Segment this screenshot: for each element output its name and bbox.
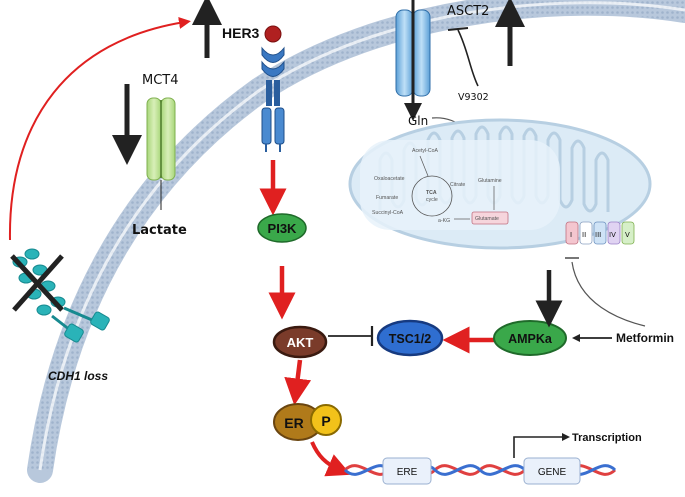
- oxaloacetate-label: Oxaloacetate: [374, 176, 405, 182]
- lactate-label: Lactate: [132, 223, 187, 238]
- mitochondrion: [348, 118, 652, 250]
- p-label: P: [321, 413, 330, 429]
- v9302-label: V9302: [458, 92, 489, 103]
- her3-label: HER3: [222, 25, 260, 41]
- cycle-label: cycle: [426, 197, 438, 203]
- gene-box: [523, 457, 581, 485]
- tca-label: TCA: [426, 190, 437, 196]
- ere-label: ERE: [397, 467, 418, 478]
- transcription-arrow: [513, 433, 570, 458]
- succinyl-coa-label: Succinyl-CoA: [372, 210, 404, 216]
- mct4-transporter: [146, 97, 176, 210]
- gene-label: GENE: [538, 467, 567, 478]
- citrate-label: Citrate: [450, 182, 465, 188]
- akt-to-er-arrow: [284, 359, 312, 406]
- ere-box: [382, 457, 432, 485]
- ampk-node: [493, 320, 567, 356]
- transcription-label: Transcription: [572, 432, 642, 444]
- p-node: [310, 404, 342, 436]
- cdh1-complex: [10, 248, 110, 343]
- er-to-dna-arrow: [310, 441, 352, 477]
- v9302-inhibition: [447, 27, 479, 87]
- pi3k-label: PI3K: [268, 221, 298, 236]
- her3-receptor: [261, 25, 285, 152]
- akt-node: [272, 325, 328, 359]
- asct2-label: ASCT2: [447, 4, 489, 19]
- tsc-label: TSC1/2: [389, 332, 431, 346]
- glutamine-label: Glutamine: [478, 178, 502, 184]
- akt-label: AKT: [287, 335, 314, 350]
- fumarate-label: Fumarate: [376, 195, 398, 201]
- complex-iv-label: IV: [609, 231, 616, 239]
- akg-label: a-KG: [438, 218, 450, 224]
- akt-inhibits-tsc: [328, 326, 374, 346]
- complex-i-label: I: [570, 231, 572, 239]
- glutamate-label: Glutamate: [475, 216, 499, 222]
- complex-iii-label: III: [595, 231, 601, 239]
- asct2-transporter: [395, 9, 431, 97]
- pi3k-node: [257, 213, 307, 243]
- cdh1-to-her3-arrow: [8, 17, 191, 241]
- ampk-label: AMPKa: [508, 332, 553, 346]
- complex-ii-label: II: [582, 231, 586, 239]
- etc-complexes: [565, 221, 635, 245]
- metformin-inhibits-etc: [565, 257, 646, 327]
- cdh1-loss-label: CDH1 loss: [48, 369, 108, 383]
- metformin-label: Metformin: [616, 331, 674, 345]
- er-label: ER: [284, 415, 303, 431]
- tsc-node: [376, 319, 444, 357]
- complex-v-label: V: [625, 231, 630, 239]
- gln-label: Gln: [408, 114, 428, 128]
- mct4-label: MCT4: [142, 73, 179, 88]
- glutamate-box: [471, 211, 509, 225]
- acetyl-coa-label: Acetyl-CoA: [412, 148, 438, 154]
